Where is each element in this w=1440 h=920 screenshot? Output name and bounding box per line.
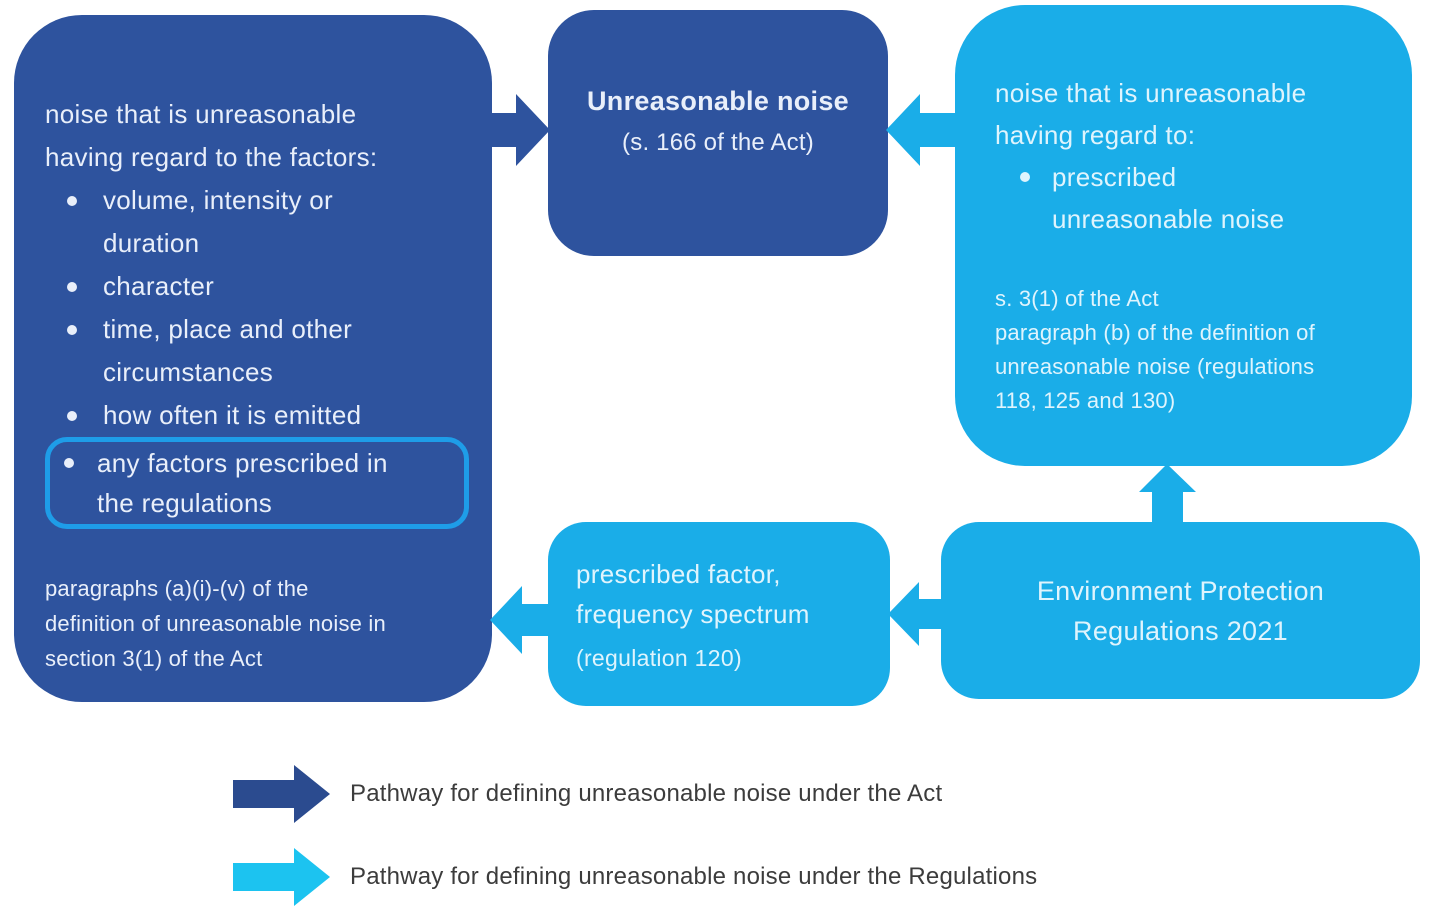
arrow-right-factors-to-unreasonable-icon	[474, 94, 550, 166]
bullet-text-character: character	[103, 271, 215, 301]
bullet-item-character: character	[67, 265, 472, 308]
legend-row-regulations: Pathway for defining unreasonable noise …	[233, 848, 1333, 906]
bullet-text-prescribed-factors: any factors prescribed in the regulation…	[97, 448, 388, 518]
legend-act-label: Pathway for defining unreasonable noise …	[350, 780, 943, 807]
ep-regulations-label: Environment Protection Regulations 2021	[1036, 575, 1325, 646]
reg-noise-footnote: s. 3(1) of the Act paragraph (b) of the …	[995, 286, 1315, 413]
box-prescribed-factor: prescribed factor, frequency spectrum (r…	[548, 522, 890, 706]
arrow-left-regnoise-to-unreasonable-icon	[886, 94, 958, 166]
arrow-left-prescribedfactor-to-factors-icon	[490, 586, 552, 654]
bullet-text-prescribed-unreasonable: prescribed unreasonable noise	[1052, 162, 1285, 234]
act-factors-footnote: paragraphs (a)(i)-(v) of the definition …	[45, 576, 386, 671]
arrow-up-epregs-to-regnoise-icon	[1139, 464, 1196, 526]
bullet-dot-icon	[67, 282, 77, 292]
bullet-item-prescribed-unreasonable: prescribed unreasonable noise	[1020, 156, 1382, 240]
prescribed-factor-line3: (regulation 120)	[576, 645, 742, 671]
bullet-text-how-often: how often it is emitted	[103, 400, 362, 430]
reg-noise-intro: noise that is unreasonable having regard…	[995, 78, 1307, 150]
bullet-dot-icon	[67, 325, 77, 335]
unreasonable-noise-subtitle: (s. 166 of the Act)	[622, 129, 814, 156]
box-act-noise-factors: noise that is unreasonable having regard…	[14, 15, 492, 702]
legend-act-arrow-icon	[233, 765, 330, 823]
prescribed-factor-line1: prescribed factor,	[576, 559, 781, 589]
bullet-dot-icon	[64, 458, 74, 468]
arrow-left-epregs-to-prescribedfactor-icon	[888, 582, 948, 646]
highlighted-bullet-outline: any factors prescribed in the regulation…	[45, 437, 469, 529]
legend-regulations-arrow-icon	[233, 848, 330, 906]
bullet-item-volume: volume, intensity or duration	[67, 179, 472, 265]
bullet-text-time-place: time, place and other circumstances	[103, 314, 353, 387]
bullet-text-volume: volume, intensity or duration	[103, 185, 333, 258]
bullet-item-prescribed-factors: any factors prescribed in the regulation…	[64, 443, 456, 523]
box-unreasonable-noise: Unreasonable noise (s. 166 of the Act)	[548, 10, 888, 256]
bullet-dot-icon	[1020, 172, 1030, 182]
unreasonable-noise-title: Unreasonable noise	[587, 86, 849, 116]
legend-row-act: Pathway for defining unreasonable noise …	[233, 765, 1333, 823]
act-factors-intro: noise that is unreasonable having regard…	[45, 99, 378, 172]
bullet-item-how-often: how often it is emitted	[67, 394, 472, 437]
legend-regulations-label: Pathway for defining unreasonable noise …	[350, 863, 1038, 890]
bullet-item-time-place: time, place and other circumstances	[67, 308, 472, 394]
box-regulations-noise: noise that is unreasonable having regard…	[955, 5, 1412, 466]
bullet-dot-icon	[67, 196, 77, 206]
prescribed-factor-line2: frequency spectrum	[576, 599, 810, 629]
bullet-dot-icon	[67, 411, 77, 421]
box-environment-protection-regulations: Environment Protection Regulations 2021	[941, 522, 1420, 699]
